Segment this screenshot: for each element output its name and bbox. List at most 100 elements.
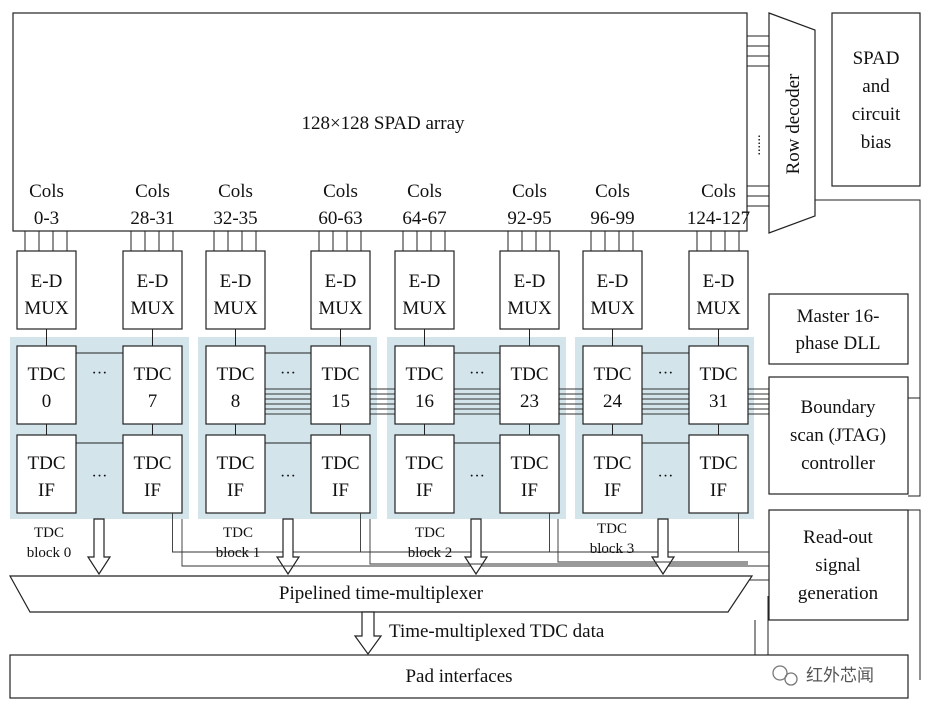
block-label: TDC xyxy=(415,525,445,541)
control-wiring xyxy=(748,199,921,680)
tdc-number: 7 xyxy=(148,391,158,412)
tdc-label: TDC xyxy=(134,364,172,385)
ed-mux-label: E-D xyxy=(703,271,735,292)
block-label: block 3 xyxy=(590,541,635,557)
readout-control-wire xyxy=(549,513,748,553)
tdc-label: TDC xyxy=(511,364,549,385)
jtag-line: scan (JTAG) xyxy=(790,425,886,446)
tdc-data-label: Time-multiplexed TDC data xyxy=(389,621,605,642)
column-range-label: 64-67 xyxy=(402,208,446,229)
tdc-ellipsis: ··· xyxy=(469,365,485,382)
tdc-number: 24 xyxy=(603,391,623,412)
tdc-if-label: TDC xyxy=(406,453,444,474)
tdc-box xyxy=(582,345,643,425)
ed-mux-box xyxy=(688,250,749,330)
tdc-if-label: IF xyxy=(416,480,433,501)
tdc-box xyxy=(688,345,749,425)
tdc-if-box xyxy=(205,434,266,514)
column-range-label: 96-99 xyxy=(590,208,634,229)
tdc-label: TDC xyxy=(322,364,360,385)
watermark-logo xyxy=(772,665,798,686)
row-dots: ...... xyxy=(749,135,764,156)
tdc-if-label: IF xyxy=(604,480,621,501)
block-label: TDC xyxy=(34,525,64,541)
column-range-label: 0-3 xyxy=(34,208,59,229)
ed-mux-label: MUX xyxy=(402,298,447,319)
tdc-if-box xyxy=(688,434,749,514)
tdc-if-label: IF xyxy=(38,480,55,501)
spad-array-box xyxy=(12,12,748,232)
jtag-line: controller xyxy=(801,453,876,474)
tdc-if-label: TDC xyxy=(217,453,255,474)
master-dll-label: Master 16-phase DLL xyxy=(796,306,881,354)
tdc-number: 16 xyxy=(415,391,434,412)
tdc-if-label: TDC xyxy=(700,453,738,474)
tdc-label: TDC xyxy=(594,364,632,385)
ed-mux-label: MUX xyxy=(507,298,552,319)
ed-mux-label: MUX xyxy=(696,298,741,319)
block-label: block 1 xyxy=(216,545,261,561)
block-label: block 2 xyxy=(408,545,453,561)
if-ellipsis: ··· xyxy=(658,468,674,485)
tdc-number: 15 xyxy=(331,391,350,412)
if-ellipsis: ··· xyxy=(469,468,485,485)
tdc-if-label: TDC xyxy=(322,453,360,474)
tdc-box xyxy=(16,345,77,425)
ed-mux-box xyxy=(582,250,643,330)
block-label: TDC xyxy=(223,525,253,541)
spad-bias-line: and xyxy=(862,76,890,97)
master-dll-box xyxy=(768,293,909,365)
column-range-label: 92-95 xyxy=(507,208,551,229)
pad-interfaces-box xyxy=(9,654,909,699)
row-decoder xyxy=(768,12,816,234)
ed-mux-label: E-D xyxy=(514,271,546,292)
tdc-if-box xyxy=(582,434,643,514)
master-dll-line: Master 16- xyxy=(797,306,880,327)
ed-mux-label: MUX xyxy=(130,298,175,319)
tdc-number: 23 xyxy=(520,391,539,412)
ed-mux-box xyxy=(16,250,77,330)
tdc-if-box xyxy=(499,434,560,514)
readout-control-wire xyxy=(181,519,748,567)
spad-array-label: 128×128 SPAD array xyxy=(301,113,465,134)
ed-mux-label: MUX xyxy=(24,298,69,319)
tdc-label: TDC xyxy=(406,364,444,385)
column-range-label: 124-127 xyxy=(687,208,750,229)
column-label-prefix: Cols xyxy=(29,181,64,202)
jtag-line: Boundary xyxy=(801,397,876,418)
spad-bias-box xyxy=(831,12,921,187)
time-multiplexer xyxy=(8,575,754,613)
spad-bias-line: SPAD xyxy=(853,48,900,69)
ed-mux-box xyxy=(499,250,560,330)
ed-mux-label: MUX xyxy=(318,298,363,319)
tdc-number: 0 xyxy=(42,391,52,412)
ed-mux-label: E-D xyxy=(597,271,629,292)
tdc-ellipsis: ··· xyxy=(280,365,296,382)
tdc-if-label: IF xyxy=(332,480,349,501)
column-label-prefix: Cols xyxy=(512,181,547,202)
ed-mux-label: E-D xyxy=(220,271,252,292)
tdc-if-label: TDC xyxy=(28,453,66,474)
column-label-prefix: Cols xyxy=(701,181,736,202)
ed-mux-box xyxy=(310,250,371,330)
tdc-label: TDC xyxy=(217,364,255,385)
if-ellipsis: ··· xyxy=(92,468,108,485)
tdc-if-box xyxy=(16,434,77,514)
ed-mux-label: MUX xyxy=(590,298,635,319)
column-label-prefix: Cols xyxy=(407,181,442,202)
tdc-box xyxy=(394,345,455,425)
column-range-label: 28-31 xyxy=(130,208,174,229)
block-output-arrow xyxy=(650,518,676,576)
tdc-ellipsis: ··· xyxy=(658,365,674,382)
block-output-arrow xyxy=(275,518,301,576)
tdc-if-box xyxy=(122,434,183,514)
tdc-data-arrow xyxy=(353,611,383,656)
readout-control-wire xyxy=(738,513,748,553)
readout-line: generation xyxy=(798,583,879,604)
ed-mux-label: E-D xyxy=(325,271,357,292)
tdc-if-label: IF xyxy=(521,480,538,501)
ed-mux-label: MUX xyxy=(213,298,258,319)
jtag-controller-label: Boundary scan (JTAG) controller xyxy=(790,397,886,474)
